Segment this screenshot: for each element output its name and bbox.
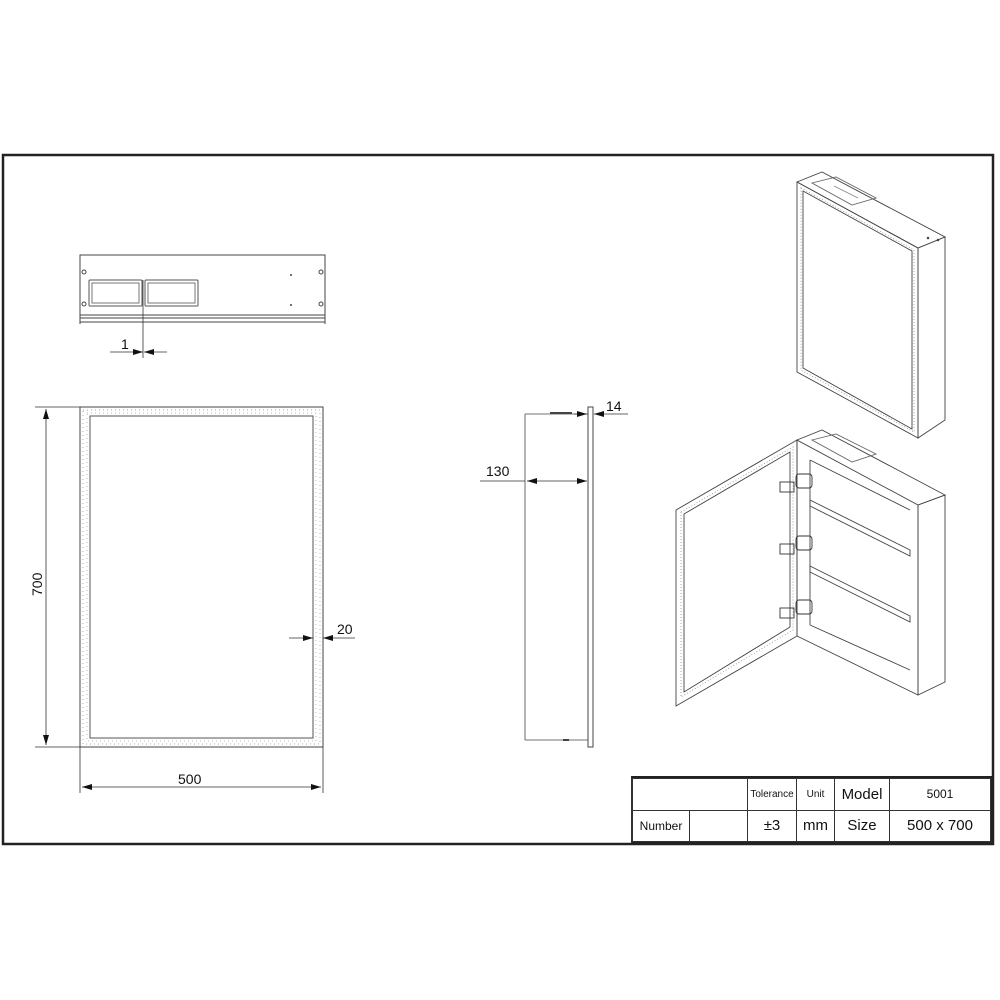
title-block-blank (632, 778, 748, 811)
number-label: Number (632, 809, 690, 842)
isometric-closed-view (795, 171, 947, 439)
tolerance-value: ±3 (747, 809, 797, 842)
front-view: 700 500 20 (29, 406, 355, 793)
dimension-width-label: 500 (178, 771, 202, 787)
dimension-height-label: 700 (29, 572, 45, 596)
dimension-gap-label: 1 (121, 336, 129, 352)
unit-value: mm (796, 809, 835, 842)
number-value (689, 809, 748, 842)
model-label: Model (834, 778, 890, 811)
model-value: 5001 (889, 778, 991, 811)
hinge-icon (779, 481, 795, 493)
dimension-depth-label: 130 (486, 463, 510, 479)
unit-label: Unit (796, 778, 835, 811)
top-view: 1 (79, 254, 326, 358)
tolerance-label: Tolerance (747, 778, 797, 811)
size-value: 500 x 700 (889, 809, 991, 842)
size-label: Size (834, 809, 890, 842)
dimension-frame-label: 20 (337, 621, 353, 637)
isometric-open-view (675, 429, 947, 707)
dimension-door-thickness-label: 14 (606, 398, 622, 414)
sheet-border (1, 153, 995, 846)
side-view: 130 14 (480, 398, 628, 748)
title-block: Tolerance Unit Model 5001 Number ±3 mm S… (631, 776, 993, 844)
